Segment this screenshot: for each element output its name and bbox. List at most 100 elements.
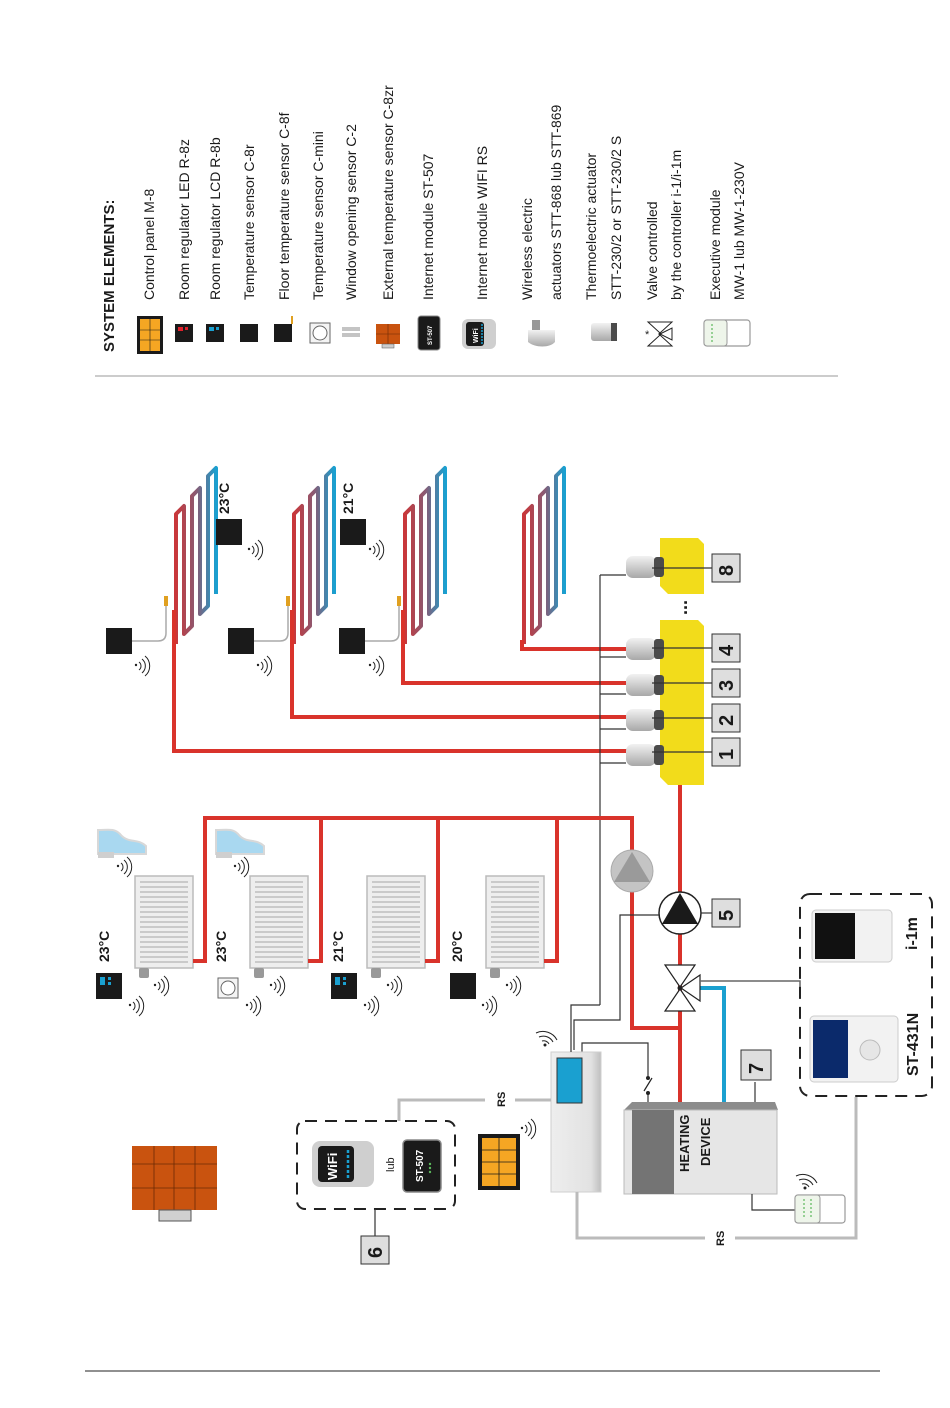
- floor-heating-zone: [228, 466, 336, 677]
- floor-temperature-sensor-icon: [274, 316, 293, 342]
- main-supply-pipe: [203, 785, 682, 1102]
- temperature-sensor-mini-icon: [309, 322, 331, 344]
- heating-device-label: HEATING: [677, 1114, 692, 1172]
- svg-text:3: 3: [716, 680, 738, 691]
- temperature-sensor-icon: [240, 324, 258, 342]
- callout-6: 6: [360, 1235, 390, 1265]
- actuator-number-1: 1: [711, 737, 741, 767]
- main-controller: [550, 1051, 602, 1193]
- legend-label: actuators STT-868 lub STT-869: [548, 104, 564, 300]
- wireless-signal-icon: [116, 856, 133, 878]
- radiator-zone: 21°C: [330, 875, 440, 1017]
- thermoelectric-actuator-icon: [591, 323, 617, 341]
- legend: SYSTEM ELEMENTS: Control panel M-8 Room …: [101, 85, 751, 354]
- zone-temperature: 21°C: [340, 483, 356, 514]
- zone-temperature: 23°C: [96, 931, 112, 962]
- room-regulator-lcd-icon: [331, 973, 357, 999]
- wireless-signal-icon: [535, 1030, 558, 1047]
- svg-text:2: 2: [716, 715, 738, 726]
- external-sensor-icon: [376, 324, 400, 349]
- mixing-valve-icon: [663, 964, 701, 1012]
- control-panel-icon: [478, 1134, 520, 1190]
- wireless-actuator-icon: [139, 968, 149, 978]
- svg-text:4: 4: [716, 644, 738, 656]
- legend-label: Wireless electric: [519, 198, 535, 300]
- legend-label: Internet module ST-507: [420, 153, 436, 300]
- wireless-actuator-icon: [254, 968, 264, 978]
- legend-title: SYSTEM ELEMENTS:: [101, 199, 118, 352]
- wireless-signal-icon: [153, 975, 170, 997]
- internet-module-box: WiFi lub ST-507: [296, 1120, 456, 1210]
- wireless-actuator-icon: [371, 968, 381, 978]
- return-pipe: [700, 986, 726, 1102]
- actuator-number-8: 8: [711, 553, 741, 583]
- zone-temperature: 23°C: [213, 931, 229, 962]
- heating-device: HEATING DEVICE: [623, 1102, 778, 1195]
- floor-heating-loop: [174, 466, 218, 646]
- valve-controllers-box: i-1m ST-431N: [799, 893, 933, 1097]
- radiator-zone: 23°C: [213, 828, 323, 1017]
- or-label: lub: [385, 1157, 397, 1172]
- wireless-signal-icon: [269, 975, 286, 997]
- temperature-sensor-icon: [340, 519, 366, 545]
- rs-label: RS: [496, 1092, 508, 1107]
- wireless-signal-icon: [481, 995, 498, 1017]
- window-sensor-icon: [342, 327, 360, 337]
- wireless-signal-icon: [247, 539, 264, 561]
- wireless-signal-icon: [520, 1118, 537, 1140]
- wireless-signal-icon: [386, 975, 403, 997]
- legend-label: Temperature sensor C-mini: [310, 131, 326, 300]
- controller-label: i-1m: [904, 917, 921, 950]
- zone-temperature: 20°C: [449, 931, 465, 962]
- legend-label: Room regulator LCD R-8b: [207, 137, 223, 300]
- controller-label: ST-431N: [905, 1013, 922, 1076]
- wireless-signal-icon: [256, 655, 273, 677]
- legend-label: Control panel M-8: [141, 189, 157, 300]
- svg-text:1: 1: [716, 749, 738, 760]
- wireless-signal-icon: [128, 995, 145, 1017]
- legend-label: MW-1 lub MW-1-230V: [731, 161, 747, 300]
- wireless-signal-icon: [795, 1173, 818, 1190]
- svg-text:WiFi: WiFi: [473, 328, 480, 343]
- temperature-sensor-mini-icon: [217, 977, 239, 999]
- thermoelectric-actuator-icon: [626, 709, 664, 731]
- floor-temperature-sensor-icon: [228, 628, 254, 654]
- wireless-actuator-icon: [528, 320, 555, 347]
- temperature-sensor-icon: [216, 519, 242, 545]
- thermoelectric-actuator-icon: [626, 556, 664, 578]
- thermoelectric-actuator-icon: [626, 674, 664, 696]
- floor-heating-loop: [403, 466, 447, 646]
- internet-module-st507-icon: ST-507: [402, 1139, 442, 1193]
- temperature-sensor-icon: [450, 973, 476, 999]
- executive-module-icon: [794, 1194, 846, 1224]
- room-regulator-lcd-icon: [96, 973, 122, 999]
- wireless-signal-icon: [134, 655, 151, 677]
- radiator-icon: [249, 875, 309, 969]
- svg-text:6: 6: [365, 1247, 387, 1258]
- window-icon: [215, 828, 265, 859]
- svg-text:ST-507: ST-507: [415, 1149, 426, 1182]
- thermoelectric-actuator-icon: [626, 744, 664, 766]
- wireless-signal-icon: [368, 539, 385, 561]
- heating-device-label: DEVICE: [698, 1117, 713, 1166]
- wireless-signal-icon: [233, 856, 250, 878]
- wireless-signal-icon: [505, 975, 522, 997]
- wireless-actuator-icon: [490, 968, 500, 978]
- floor-temperature-sensor-icon: [339, 628, 365, 654]
- internet-module-wifi-icon: WiFi: [312, 1141, 374, 1187]
- actuator-number-2: 2: [711, 703, 741, 733]
- legend-label: by the controller i-1/i-1m: [668, 150, 684, 300]
- room-regulator-lcd-icon: [206, 324, 224, 342]
- controller-st-431n: ST-431N: [809, 1013, 922, 1083]
- radiator-icon: [134, 875, 194, 969]
- main-pump-icon: [658, 891, 702, 935]
- executive-module-icon: [703, 319, 751, 347]
- internet-module-wifi-icon: WiFi: [462, 319, 496, 349]
- wireless-signal-icon: [363, 995, 380, 1017]
- window-icon: [97, 828, 147, 859]
- svg-text:*: *: [645, 329, 650, 341]
- callout-7: 7: [740, 1049, 772, 1081]
- svg-text:5: 5: [716, 910, 738, 921]
- rs-label: RS: [715, 1231, 727, 1246]
- radiator-icon: [485, 875, 545, 969]
